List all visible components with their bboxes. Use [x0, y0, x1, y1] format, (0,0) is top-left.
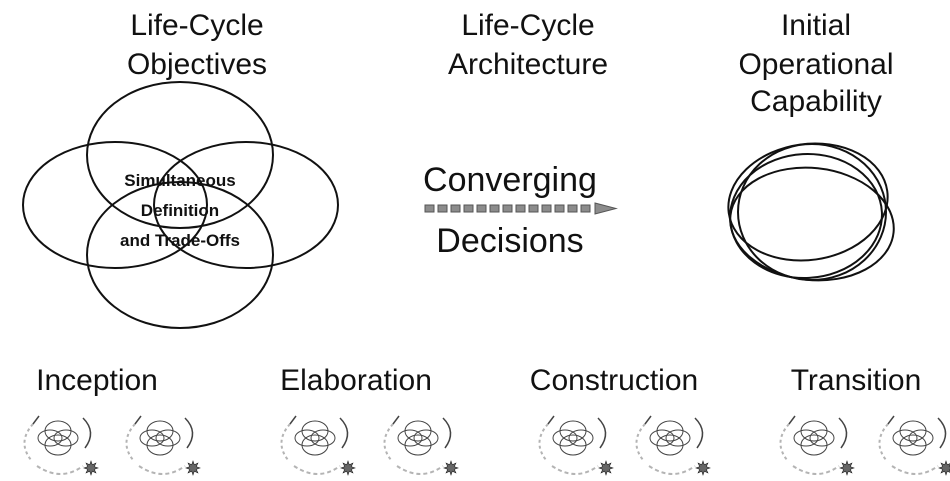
mini-cycle-icon: [779, 415, 855, 476]
venn-ellipse-right: [153, 141, 339, 269]
venn-ellipse-top: [86, 81, 274, 229]
converged-ellipse-3: [729, 166, 895, 282]
milestone-ioc: Initial Operational Capability: [738, 9, 893, 118]
milestone-lco-line1: Life-Cycle: [130, 9, 263, 42]
phase-inception: Inception: [36, 364, 158, 397]
phase-transition: Transition: [791, 364, 922, 397]
venn-ellipse-bottom: [86, 181, 274, 329]
venn-text-line3: and Trade-Offs: [120, 231, 240, 250]
mini-cycle-icon: [878, 415, 950, 476]
mini-cycle-icon: [280, 415, 356, 476]
milestone-ioc-line3: Capability: [750, 85, 882, 118]
venn-text-line1: Simultaneous: [124, 171, 235, 190]
milestone-lca-line1: Life-Cycle: [461, 9, 594, 42]
mini-cycle-icon: [635, 415, 711, 476]
venn-diagram: Simultaneous Definition and Trade-Offs: [22, 81, 339, 329]
dotted-arrow-icon: [424, 202, 618, 215]
mini-cycle-icon: [538, 415, 614, 476]
phase-labels: Inception Elaboration Construction Trans…: [36, 364, 921, 397]
converging-decisions: Converging Decisions: [423, 161, 618, 260]
milestone-lco: Life-Cycle Objectives: [127, 9, 267, 81]
converging-label: Converging: [423, 161, 597, 199]
milestone-ioc-line1: Initial: [781, 9, 851, 42]
mini-cycle-icon: [23, 415, 99, 476]
milestone-ioc-line2: Operational: [738, 48, 893, 81]
milestone-lca: Life-Cycle Architecture: [448, 9, 608, 81]
converged-ellipse-4: [729, 152, 883, 280]
mini-cycle-icon: [125, 415, 201, 476]
milestone-lco-line2: Objectives: [127, 48, 267, 81]
milestone-lca-line2: Architecture: [448, 48, 608, 81]
venn-ellipse-left: [22, 141, 208, 269]
decisions-label: Decisions: [436, 222, 583, 260]
converged-rings: [727, 142, 895, 282]
phase-elaboration: Elaboration: [280, 364, 432, 397]
phase-construction: Construction: [530, 364, 698, 397]
iteration-cycles: [23, 415, 950, 476]
mini-cycle-icon: [383, 415, 459, 476]
venn-text-line2: Definition: [141, 201, 219, 220]
